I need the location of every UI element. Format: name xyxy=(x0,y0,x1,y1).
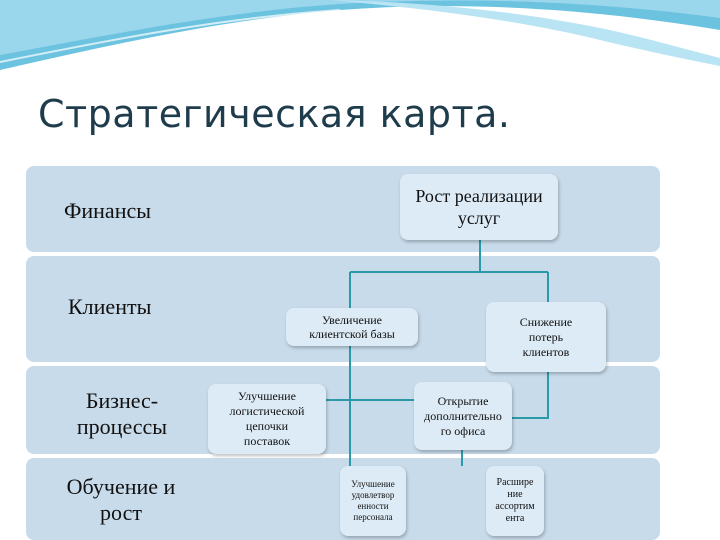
row-label-finance: Финансы xyxy=(64,198,152,223)
row-label-clients: Клиенты xyxy=(68,294,152,319)
row-label-learning-growth: Обучение и рост xyxy=(66,474,176,525)
band-business-processes xyxy=(26,366,660,454)
page-title: Стратегическая карта. xyxy=(38,92,511,136)
row-label-business-processes: Бизнес- процессы xyxy=(76,388,168,439)
decorative-wave-header xyxy=(0,0,720,70)
